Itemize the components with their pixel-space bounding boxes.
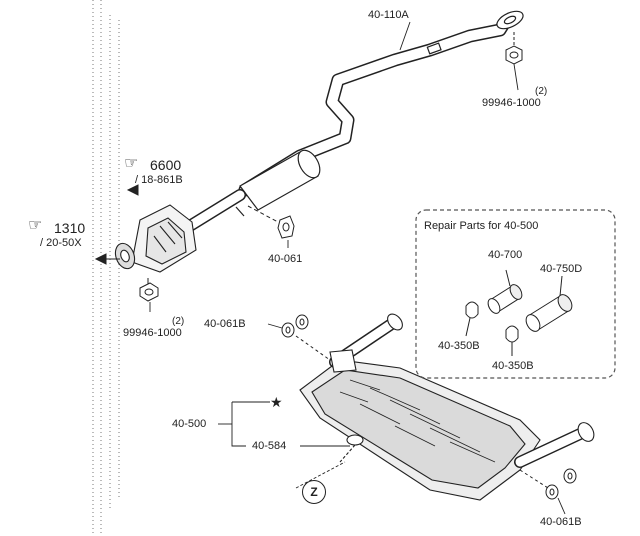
label-washer-qty-bottom: (2) (172, 316, 185, 327)
repair-parts-box (415, 209, 616, 379)
label-clamp-right: 40-350B (492, 360, 534, 372)
pointing-hand-icon: ☞ (124, 155, 139, 172)
label-ref-catalyst-sub: / 18-861B (135, 174, 183, 186)
reference-arrows (94, 184, 139, 265)
label-clamp-left: 40-350B (438, 340, 480, 352)
label-hanger-right: 40-061B (540, 516, 582, 528)
callout-lines (149, 21, 566, 515)
guide-lines (92, 0, 120, 536)
bolt-top (505, 32, 523, 65)
label-washer-qty-top: (2) (535, 86, 548, 97)
label-bolt-top: 99946-1000 (482, 97, 541, 109)
label-ref-manifold: 1310 (54, 220, 86, 236)
front-hanger (247, 205, 295, 239)
label-front-pipe: 40-110A (368, 9, 409, 21)
front-pipe (174, 10, 524, 238)
catalyst-converter (114, 204, 197, 273)
repair-box-title: Repair Parts for 40-500 (424, 220, 539, 232)
repair-parts-drawings (465, 269, 573, 356)
zone-marker: Z (302, 480, 326, 504)
label-tip-750d: 40-750D (540, 263, 583, 275)
label-stud: 40-584 (252, 440, 287, 452)
label-bolt-bottom: 99946-1000 (123, 327, 182, 339)
label-ref-manifold-sub: / 20-50X (40, 237, 82, 249)
label-ref-catalyst: 6600 (150, 157, 182, 173)
label-tip-700: 40-700 (488, 249, 523, 261)
label-hanger-left: 40-061B (204, 318, 246, 330)
pointing-hand-icon: ☞ (28, 217, 43, 234)
label-front-hanger: 40-061 (268, 253, 303, 265)
label-muffler-assy: 40-500 (172, 418, 207, 430)
rear-hangers (281, 314, 577, 500)
star-icon: ★ (270, 394, 283, 410)
nut-bottom (139, 278, 159, 302)
rear-muffler (299, 313, 595, 501)
